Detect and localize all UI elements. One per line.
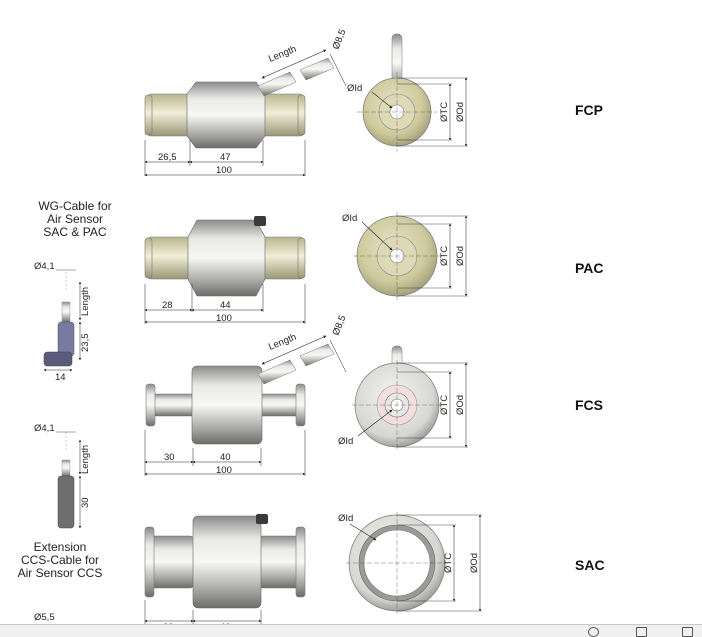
sac-end-view bbox=[346, 512, 482, 614]
fcs-tc-label: ØTC bbox=[439, 395, 450, 415]
wg-cable-caption: WG-Cable for Air Sensor SAC & PAC bbox=[20, 200, 130, 239]
ccs-length-label: Length bbox=[80, 445, 91, 474]
fcs-side-view bbox=[144, 335, 347, 476]
fcs-cable-dia: Ø8,5 bbox=[331, 314, 349, 337]
fcs-id-label: ØId bbox=[338, 436, 353, 447]
pac-dim-a: 28 bbox=[162, 300, 173, 311]
wg-width-label: 14 bbox=[55, 372, 66, 383]
fcp-side-view bbox=[144, 49, 347, 177]
bottom-dia-label: Ø5,5 bbox=[34, 612, 55, 623]
ext-caption-line1: Extension bbox=[33, 540, 87, 554]
model-fcs: FCS bbox=[575, 397, 603, 413]
pac-tc-label: ØTC bbox=[439, 246, 450, 266]
ccs-cable-drawing bbox=[56, 431, 82, 529]
model-fcp: FCP bbox=[575, 102, 603, 118]
sac-od-label: ØOd bbox=[469, 553, 480, 573]
fcp-length-label: Length bbox=[267, 44, 298, 65]
ccs-dia-label: Ø4,1 bbox=[34, 423, 55, 434]
sac-side-view bbox=[144, 514, 306, 624]
model-sac: SAC bbox=[575, 557, 605, 573]
pac-side-view bbox=[144, 216, 306, 324]
pac-end-view bbox=[353, 212, 468, 300]
wg-dia-label: Ø4,1 bbox=[34, 261, 55, 272]
wg-caption-line2: Air Sensor bbox=[46, 212, 104, 226]
fcp-cable-dia: Ø8,5 bbox=[331, 28, 349, 51]
sac-dim-b: 40 bbox=[220, 622, 231, 624]
fcp-end-view bbox=[357, 33, 468, 152]
fcp-id-label: ØId bbox=[347, 83, 362, 94]
fcs-od-label: ØOd bbox=[455, 395, 466, 415]
fcs-dim-b: 40 bbox=[220, 452, 231, 463]
technical-drawing: 26,5 47 100 Length Ø8,5 ØId ØTC ØOd 2 bbox=[34, 28, 482, 624]
sac-tc-label: ØTC bbox=[443, 553, 454, 573]
fcp-dim-a: 26,5 bbox=[158, 152, 177, 163]
fcs-dim-a: 30 bbox=[164, 452, 175, 463]
fcp-dim-total: 100 bbox=[216, 165, 232, 176]
ext-caption-line3: Air Sensor CCS bbox=[17, 566, 103, 580]
pac-dim-b: 44 bbox=[220, 300, 231, 311]
fcs-end-view bbox=[352, 345, 468, 450]
wg-caption-line3: SAC & PAC bbox=[43, 225, 107, 239]
sac-dim-a: 30 bbox=[163, 622, 174, 624]
wg-length-label: Length bbox=[80, 287, 91, 316]
fcp-tc-label: ØTC bbox=[439, 102, 450, 122]
pac-od-label: ØOd bbox=[455, 246, 466, 266]
pac-id-label: ØId bbox=[342, 213, 357, 224]
fcp-od-label: ØOd bbox=[455, 102, 466, 122]
extension-caption: Extension CCS-Cable for Air Sensor CCS bbox=[8, 541, 112, 580]
wg-cable-drawing bbox=[43, 269, 82, 372]
wg-caption-line1: WG-Cable for bbox=[38, 199, 112, 213]
fcp-dim-b: 47 bbox=[220, 152, 231, 163]
fcs-dim-total: 100 bbox=[216, 465, 232, 476]
pac-dim-total: 100 bbox=[216, 313, 232, 324]
ext-caption-line2: CCS-Cable for bbox=[20, 553, 100, 567]
model-pac: PAC bbox=[575, 260, 604, 276]
wg-height-label: 23,5 bbox=[80, 334, 91, 353]
sac-id-label: ØId bbox=[338, 513, 353, 524]
viewer-status-bar bbox=[0, 624, 702, 637]
fcs-length-label: Length bbox=[267, 332, 298, 353]
ccs-height-label: 30 bbox=[80, 497, 91, 508]
